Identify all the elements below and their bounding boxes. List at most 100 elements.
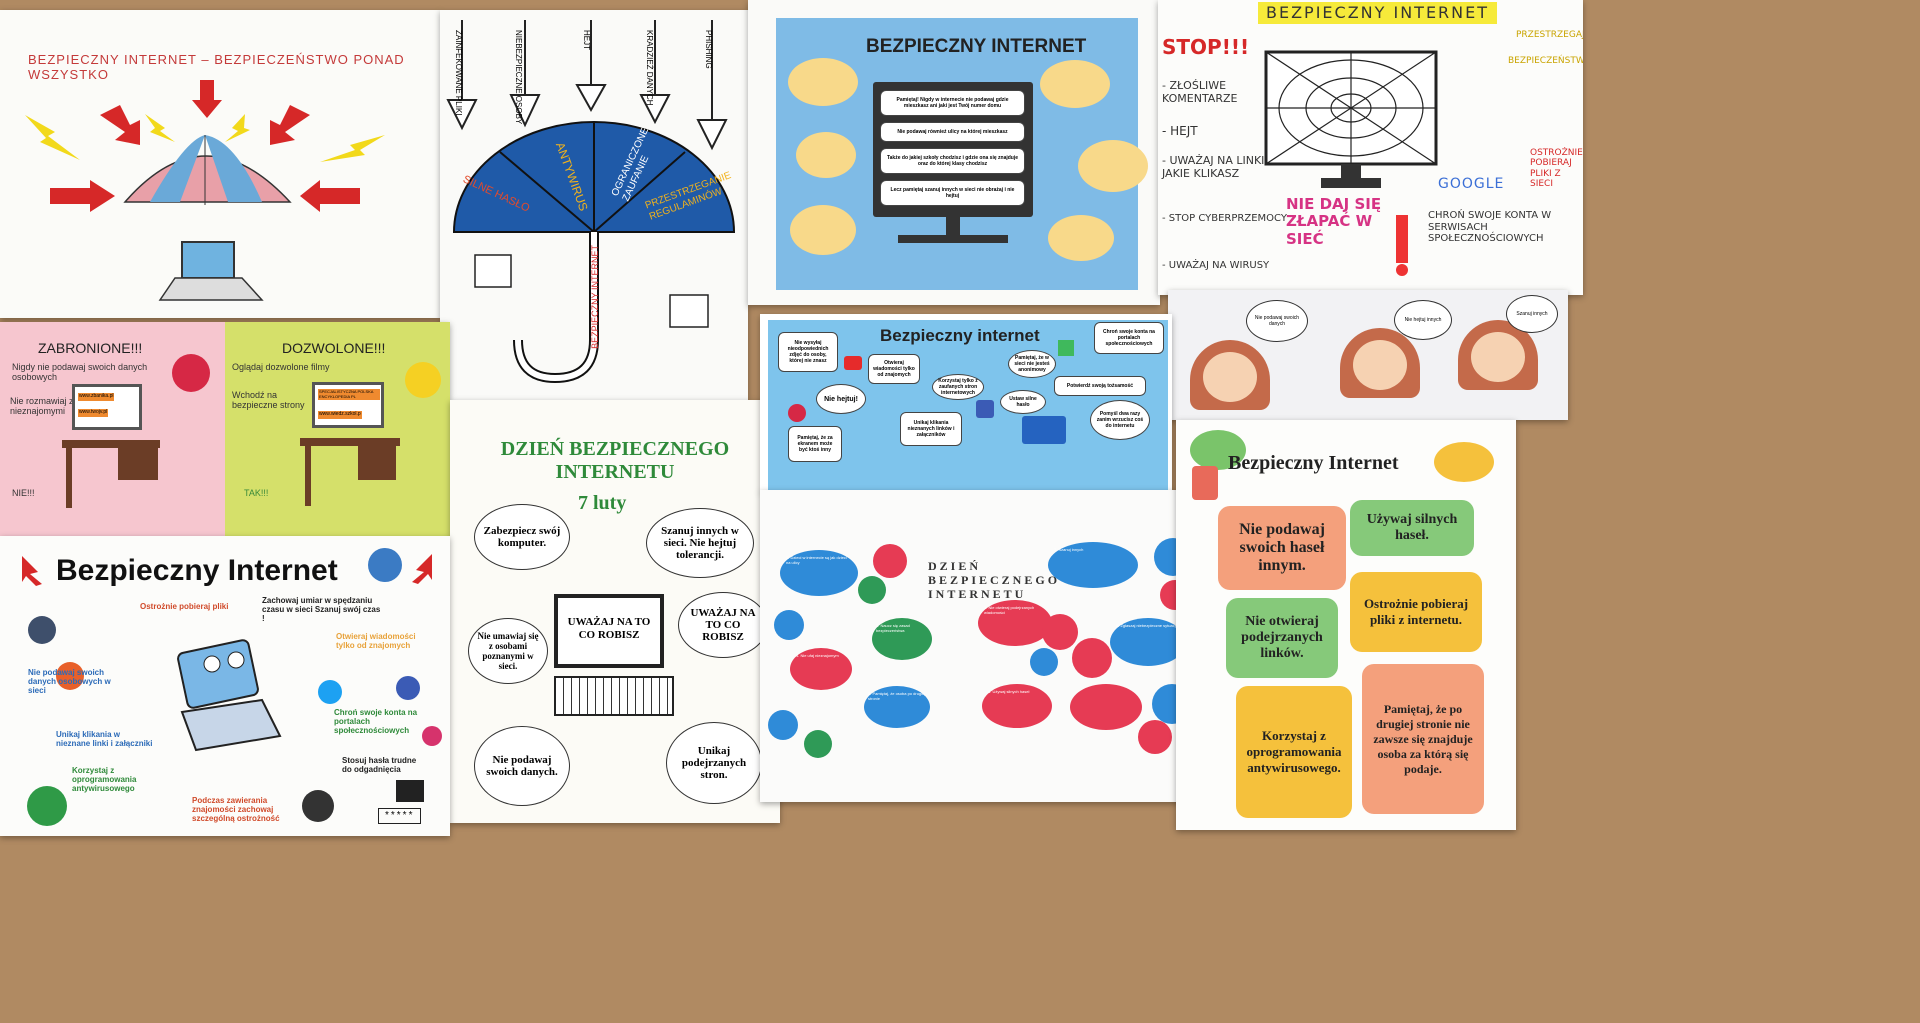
forbidden-url-1: www.twojv.pl xyxy=(78,409,109,417)
facebook-icon xyxy=(790,205,856,255)
poster-blue-boxes: Bezpieczny internet Nie wysyłaj nieodpow… xyxy=(760,314,1172,492)
poster-title: Bezpieczny internet xyxy=(880,326,1040,345)
skype-icon xyxy=(1048,215,1114,261)
thought-0: Nie podawaj swoich danych xyxy=(1246,300,1308,342)
poster-tiles: Bezpieczny Internet Nie podawaj swoich h… xyxy=(1176,420,1516,830)
forbidden-url-0: www.zbanika.pl xyxy=(78,393,115,401)
item-virus: - uważaj na wirusy xyxy=(1162,260,1270,271)
box-6: Pamiętaj, że w sieci nie jesteś anonimow… xyxy=(1008,350,1056,378)
thought-1: Nie hejtuj innych xyxy=(1394,300,1452,340)
allowed-text-1: www.wiedz.szkol.p xyxy=(318,411,362,419)
box-1: Otwieraj wiadomości tylko od znajomych xyxy=(868,354,920,384)
forbidden-title: ZABRONIONE!!! xyxy=(38,340,143,356)
blob-4 xyxy=(864,686,930,728)
poster-date: 7 luty xyxy=(578,492,627,514)
blob-6 xyxy=(1048,542,1138,588)
dot-2 xyxy=(774,610,804,640)
monitor-stand xyxy=(898,217,1008,247)
dots-item-6: 7. Szanuj innych xyxy=(1054,547,1084,552)
dot-6 xyxy=(1030,648,1058,676)
side-2: OSTROŻNIE POBIERAJ PLIKI Z SIECI xyxy=(1530,148,1583,190)
allowed-drawer xyxy=(358,446,396,480)
computer-monitor: UWAŻAJ NA TO CO ROBISZ xyxy=(554,594,664,668)
bubble-5: Unikaj podejrzanych stron. xyxy=(666,722,762,804)
tile-5: Pamiętaj, że po drugiej stronie nie zaws… xyxy=(1362,664,1484,814)
allowed-screen: SPECJALISTYCZNA POLSKA ENCYKLOPEDIA PL w… xyxy=(312,382,384,428)
bubble-3: UWAŻAJ NA TO CO ROBISZ xyxy=(678,592,768,658)
blob-5 xyxy=(982,684,1052,728)
tile-0: Nie podawaj swoich haseł innym. xyxy=(1218,506,1346,590)
web-slogan: NIE DAJ SIĘ ZŁAPAĆ W SIEĆ xyxy=(1286,195,1382,248)
allowed-text-0: SPECJALISTYCZNA POLSKA ENCYKLOPEDIA PL xyxy=(318,389,380,401)
messenger2-icon xyxy=(1078,140,1148,192)
dot-0 xyxy=(873,544,907,578)
allowed-item-0: Oglądaj dozwolone filmy xyxy=(232,362,330,372)
poster-title: BEZPIECZNY INTERNET xyxy=(866,36,1087,57)
arrow-label-0: zainfekowane pliki xyxy=(454,30,464,116)
dot-11 xyxy=(1138,720,1172,754)
tile-4: Korzystaj z oprogramowania antywirusoweg… xyxy=(1236,686,1352,818)
umbrella-illustration xyxy=(25,80,385,301)
forbidden-desk-leg xyxy=(66,448,72,508)
box-7: Potwierdź swoją tożsamość xyxy=(1054,376,1146,396)
forbidden-screen: www.zbanika.pl www.twojv.pl xyxy=(72,384,142,430)
handle-label: Bezpieczny internet xyxy=(590,245,600,349)
box-4: Nie hejtuj! xyxy=(816,384,866,414)
blob-8 xyxy=(1070,684,1142,730)
arrow-label-3: kradzież danych xyxy=(645,30,655,106)
allowed-item-1: Wchodź na bezpieczne strony xyxy=(232,390,305,411)
bubble-4: Nie podawaj swoich danych. xyxy=(474,726,570,806)
item-accounts: Chroń swoje konta w serwisach społecznoś… xyxy=(1428,210,1552,244)
poster-title: BEZPIECZNY INTERNET xyxy=(1258,2,1498,25)
play-store-icon xyxy=(1058,340,1074,356)
dots-item-5: 6. Używaj silnych haseł xyxy=(988,689,1030,694)
poster-forbidden-allowed: ZABRONIONE!!! Nigdy nie podawaj swoich d… xyxy=(0,322,450,544)
forbidden-item-0: Nigdy nie podawaj swoich danych osobowyc… xyxy=(12,362,148,383)
poster-speech-bubbles: DZIEŃ BEZPIECZNEGO INTERNETU 7 luty Zabe… xyxy=(450,400,780,823)
girl-face-1-skin xyxy=(1203,352,1257,402)
tree-icon xyxy=(1190,430,1246,470)
pinterest-icon xyxy=(788,404,806,422)
item-comments: - złośliwe komentarze xyxy=(1162,79,1238,105)
item-hejt: - HEJT xyxy=(1162,124,1198,138)
rule-3: Lecz pamiętaj szanuj innych w sieci nie … xyxy=(880,180,1025,206)
rule-2: Także do jakiej szkoły chodzisz i gdzie … xyxy=(880,148,1025,174)
screen-text: UWAŻAJ NA TO CO ROBISZ xyxy=(567,616,651,641)
password-field: ***** xyxy=(378,808,422,824)
poster-title: Bezpieczny internet – bezpieczeństwo pon… xyxy=(28,52,405,82)
dots-item-1: 2. Naucz się zasad bezpieczeństwa xyxy=(876,623,910,633)
dots-item-0: 1. Dzieci w internecie są jak dzieci na … xyxy=(786,555,847,565)
wifi-icon xyxy=(1434,442,1494,482)
devil-emoji-icon xyxy=(172,354,210,392)
blob-7 xyxy=(1110,618,1186,666)
box-2: Korzystaj tylko z zaufanych stron intern… xyxy=(932,374,984,400)
tile-1: Używaj silnych haseł. xyxy=(1350,500,1474,556)
monitor-icon xyxy=(1022,416,1066,444)
poster-blue-umbrella: zainfekowane pliki niebezpieczne osoby h… xyxy=(440,10,748,400)
forbidden-desk xyxy=(62,440,160,448)
side-0: PRZESTRZEGAJ xyxy=(1516,30,1583,40)
tile-3: Ostrożnie pobieraj pliki z internetu. xyxy=(1350,572,1482,652)
mindmap-item-7: Stosuj hasła trudne do odgadnięcia xyxy=(342,756,417,775)
smiley-emoji-icon xyxy=(405,362,441,398)
bubble-1: Szanuj innych w sieci. Nie hejtuj tolera… xyxy=(646,508,754,578)
google-label: GOOGLE xyxy=(1438,176,1505,192)
forbidden-item-1: Nie rozmawiaj z nieznajomymi xyxy=(10,396,74,417)
poster-thought-bubbles: Nie podawaj swoich danych Nie hejtuj inn… xyxy=(1168,290,1568,420)
box-0: Nie wysyłaj nieodpowiednich zdjęć do oso… xyxy=(778,332,838,372)
girl-face-2-skin xyxy=(1353,340,1407,390)
umbrella-diagram xyxy=(446,20,736,384)
robot-icon xyxy=(1192,466,1218,500)
dot-7 xyxy=(1072,638,1112,678)
box-5: Unikaj klikania nieznanych linków i załą… xyxy=(900,412,962,446)
forbidden-no: NIE!!! xyxy=(12,488,35,498)
poster-blue-screen: BEZPIECZNY INTERNET Pamiętaj! Nigdy w in… xyxy=(748,0,1160,305)
dots-item-2: 3. Nie otwieraj podejrzanych wiadomości xyxy=(984,605,1035,615)
messenger-icon xyxy=(796,132,856,178)
dot-1 xyxy=(858,576,886,604)
blob-3 xyxy=(790,648,852,690)
dot-5 xyxy=(1042,614,1078,650)
allowed-yes: TAK!!! xyxy=(244,488,269,498)
rule-1: Nie podawaj również ulicy na której mies… xyxy=(880,122,1025,142)
poster-title: Bezpieczny Internet xyxy=(1228,452,1399,474)
